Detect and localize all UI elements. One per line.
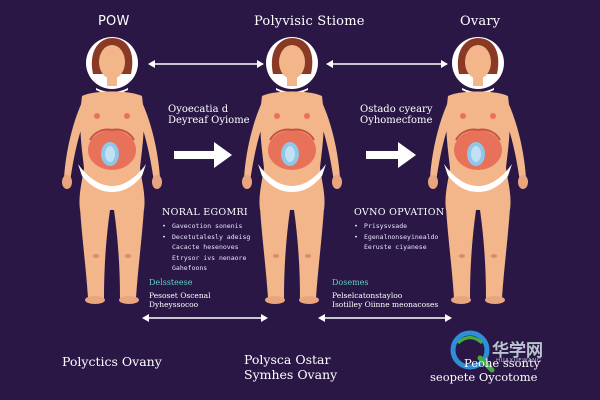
center-box-item: Cacacte hesenoves <box>172 243 239 251</box>
lower-left-label: Delssteese <box>149 278 193 287</box>
title-center: Polyvisic Stiome <box>254 14 365 29</box>
caption-right-line-2: seopete Oycotome <box>430 370 538 384</box>
figure-right <box>427 36 529 305</box>
figure-center <box>241 36 343 305</box>
right-box-item: Eeruste ciyanese <box>364 243 427 251</box>
lower-right-line-1: Pelselcatonstayloo <box>332 291 403 300</box>
note-middle-right-line-1: Ostado cyeary <box>360 104 433 115</box>
caption-right: Peohe ssonty seopete Oycotome <box>430 356 540 384</box>
caption-left: Polyctics Ovany <box>62 354 162 369</box>
caption-center: Polysca Ostar Symhes Ovany <box>244 352 337 382</box>
center-box-heading: NORAL EGOMRI <box>162 207 248 218</box>
center-box-item: •Gavecotion sonenis <box>162 222 243 230</box>
title-right: Ovary <box>460 14 501 29</box>
lower-right-label: Dosemes <box>332 278 369 287</box>
lower-right-lines: Pelselcatonstayloo Isotilley Oiinne meon… <box>332 291 438 309</box>
center-box-item: Gahefoons <box>172 264 208 272</box>
title-left: POW <box>98 14 130 29</box>
center-box: NORAL EGOMRI •Gavecotion sonenis •Decetu… <box>162 207 250 274</box>
lower-left-lines: Pesoset Oscenal Dyheyssocoo <box>149 291 211 309</box>
right-box-item: •Egenalnonseyinealdo <box>354 232 439 241</box>
note-middle-left-line-1: Oyoecatia d <box>168 104 229 115</box>
note-middle-left: Oyoecatia d Deyreaf Oyiome <box>168 104 250 126</box>
note-middle-left-line-2: Deyreaf Oyiome <box>168 115 250 126</box>
lower-left-line-2: Dyheyssocoo <box>149 300 199 309</box>
watermark-logo-icon <box>450 330 495 373</box>
center-box-item: Etrysor ivs nenaore <box>172 253 247 262</box>
right-box-list: •Prisysvsade •Egenalnonseyinealdo Eerust… <box>354 221 444 253</box>
caption-center-line-1: Polysca Ostar <box>244 352 331 367</box>
figure-left <box>61 36 163 305</box>
note-middle-right-line-2: Oyhomecfome <box>360 115 433 126</box>
right-box: OVNO OPVATION •Prisysvsade •Egenalnonsey… <box>354 207 444 253</box>
lower-left-line-1: Pesoset Oscenal <box>149 291 211 300</box>
right-box-heading: OVNO OPVATION <box>354 207 445 218</box>
arrow-middle-right <box>366 142 416 168</box>
watermark-subtext: HUAXUEWANG <box>496 358 542 364</box>
right-box-item: •Prisysvsade <box>354 222 408 230</box>
lower-right-block: Dosemes Pelselcatonstayloo Isotilley Oii… <box>332 278 438 309</box>
lower-left-block: Delssteese Pesoset Oscenal Dyheyssocoo <box>149 278 211 309</box>
lower-right-line-2: Isotilley Oiinne meonacoses <box>332 300 439 309</box>
center-box-item: •Decetutalesly adeisg <box>162 232 251 241</box>
caption-center-line-2: Symhes Ovany <box>244 367 338 382</box>
center-box-list: •Gavecotion sonenis •Decetutalesly adeis… <box>162 221 250 274</box>
watermark-text: 华学网 <box>492 341 543 361</box>
caption-right-line-1: Peohe ssonty <box>464 356 541 370</box>
note-middle-right: Ostado cyeary Oyhomecfome <box>360 104 432 126</box>
arrow-middle-left <box>174 142 232 168</box>
